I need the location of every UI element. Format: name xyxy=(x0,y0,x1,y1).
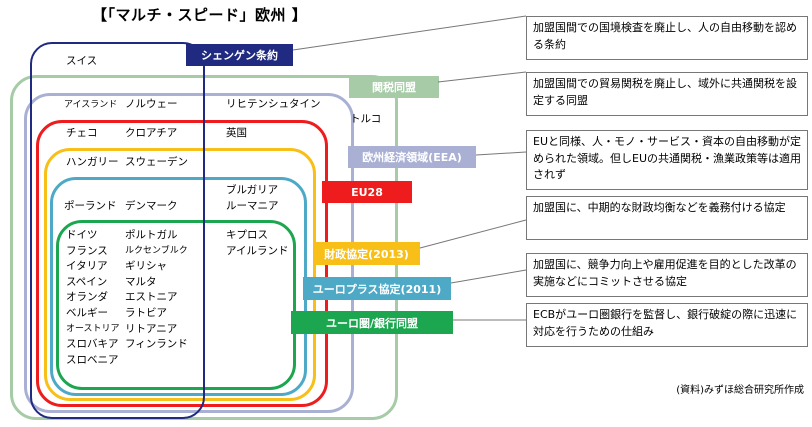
country-romania: ルーマニア xyxy=(226,200,279,212)
country-norway: ノルウェー xyxy=(125,98,178,110)
eurozone-label: ユーロ圏/銀行同盟 xyxy=(291,311,453,334)
country-netherlands: オランダ xyxy=(66,291,108,304)
country-estonia: エストニア xyxy=(125,291,178,304)
eurozone-countries-col2: ポルトガル ルクセンブルク ギリシャ マルタ エストニア ラトビア リトアニア … xyxy=(125,228,188,353)
country-croatia: クロアチア xyxy=(125,127,178,139)
country-iceland: アイスランド xyxy=(64,100,118,110)
connector-customs xyxy=(437,71,527,83)
country-liechtenstein: リヒテンシュタイン xyxy=(226,98,321,110)
schengen-ring xyxy=(30,42,205,419)
country-finland: フィンランド xyxy=(125,338,188,351)
note-eurozone: ECBがユーロ圏銀行を監督し、銀行破綻の際に迅速に対応を行うための仕組み xyxy=(526,303,808,347)
note-eea: EUと同様、人・モノ・サービス・資本の自由移動が定められた領域。但しEUの共通関… xyxy=(526,130,808,190)
note-schengen: 加盟国間での国境検査を廃止し、人の自由移動を認める条約 xyxy=(526,16,808,60)
country-poland: ポーランド xyxy=(64,200,117,212)
country-slovenia: スロベニア xyxy=(66,353,119,366)
country-portugal: ポルトガル xyxy=(125,229,178,241)
connector-schengen xyxy=(292,15,527,51)
country-luxembourg: ルクセンブルク xyxy=(125,245,188,256)
country-uk: 英国 xyxy=(226,127,247,139)
page-title: 【「マルチ・スピード」欧州 】 xyxy=(92,6,308,24)
country-cyprus: キプロス xyxy=(226,229,268,241)
country-denmark: デンマーク xyxy=(125,200,178,212)
eea-label: 欧州経済領域(EEA) xyxy=(348,146,476,168)
connector-eea xyxy=(475,151,527,156)
connector-fiscal xyxy=(419,219,527,249)
eu28-label: EU28 xyxy=(322,181,412,203)
country-austria: オーストリア xyxy=(66,323,120,334)
country-greece: ギリシャ xyxy=(125,260,167,273)
connector-europlus xyxy=(450,269,527,284)
country-bulgaria: ブルガリア xyxy=(226,184,279,196)
country-latvia: ラトビア xyxy=(125,306,167,319)
country-france: フランス xyxy=(66,244,108,257)
note-customs-union: 加盟国間での貿易関税を廃止し、域外に共通関税を設定する同盟 xyxy=(526,72,808,116)
country-belgium: ベルギー xyxy=(66,306,108,319)
schengen-label: シェンゲン条約 xyxy=(186,44,293,66)
country-italy: イタリア xyxy=(66,260,108,273)
country-lithuania: リトアニア xyxy=(125,322,178,335)
customs-union-label: 関税同盟 xyxy=(349,76,439,98)
country-ireland: アイルランド xyxy=(226,245,289,257)
note-fiscal-compact: 加盟国に、中期的な財政均衡などを義務付ける協定 xyxy=(526,196,808,240)
country-hungary: ハンガリー xyxy=(66,156,119,168)
eurozone-countries-col1: ドイツ フランス イタリア スペイン オランダ ベルギー オーストリア スロバキ… xyxy=(66,228,120,368)
euro-plus-label: ユーロプラス協定(2011) xyxy=(303,277,451,300)
fiscal-compact-label: 財政協定(2013) xyxy=(313,242,420,265)
source-note: (資料)みずほ総合研究所作成 xyxy=(676,385,804,396)
country-spain: スペイン xyxy=(66,275,108,288)
fiscal-compact-ring xyxy=(44,148,316,401)
country-slovakia: スロバキア xyxy=(66,338,119,351)
country-sweden: スウェーデン xyxy=(125,156,188,168)
country-turkey: トルコ xyxy=(350,113,382,125)
country-switzerland: スイス xyxy=(66,55,98,67)
country-malta: マルタ xyxy=(125,275,157,288)
eurozone-ring xyxy=(56,220,296,390)
country-germany: ドイツ xyxy=(66,229,98,241)
country-czech: チェコ xyxy=(66,127,98,139)
note-euro-plus: 加盟国に、競争力向上や雇用促進を目的とした改革の実施などにコミットさせる協定 xyxy=(526,253,808,297)
